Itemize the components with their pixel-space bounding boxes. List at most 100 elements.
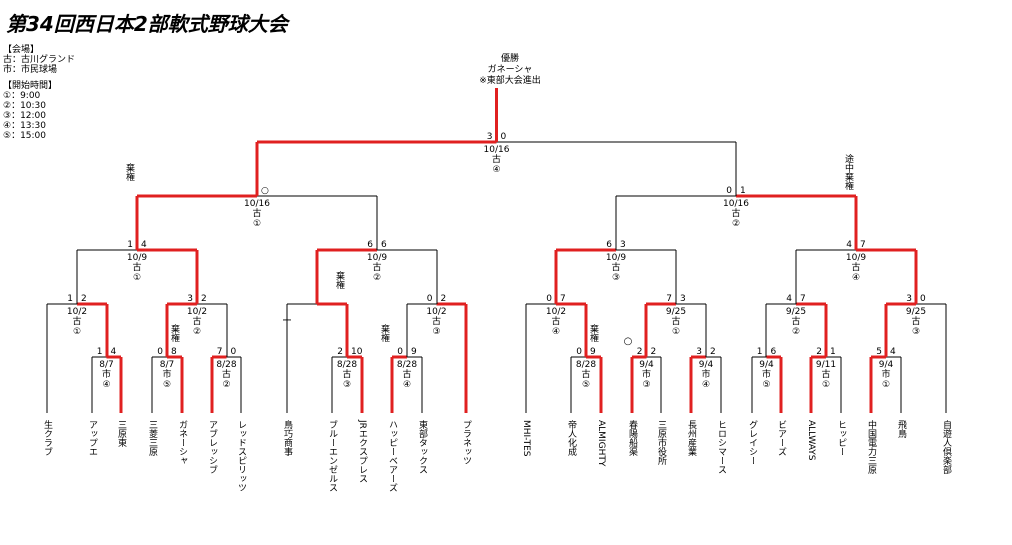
match-slot: ②	[193, 327, 201, 337]
match-venue: 古	[192, 315, 201, 327]
score-right: 2	[651, 347, 657, 357]
score-left: 0	[157, 347, 163, 357]
match-venue: 古	[492, 153, 501, 165]
team-name: プラネッツ	[461, 420, 472, 465]
match-date: 10/16	[723, 199, 749, 209]
match-note: 棄権	[334, 270, 345, 290]
score-right: 2	[441, 294, 447, 304]
score-left: 1	[127, 240, 133, 250]
team-name: 三原東	[116, 420, 127, 448]
score-left: 0	[546, 294, 552, 304]
time-item: ③：12:00	[3, 111, 47, 121]
match-venue: 市	[102, 368, 111, 380]
match-venue: 古	[791, 315, 800, 327]
team-name: 生クラブ	[42, 419, 53, 456]
match-venue: 古	[342, 368, 351, 380]
score-right: 6	[771, 347, 777, 357]
match-venue: 市	[162, 368, 171, 380]
score-right: 7	[860, 240, 866, 250]
match-date: 10/16	[484, 145, 510, 155]
score-left: 2	[337, 347, 343, 357]
match-date: 10/16	[244, 199, 270, 209]
team-name: レッドスピリッツ	[236, 420, 247, 492]
team-name: ブルーエンゼルス	[327, 419, 338, 492]
venue-item: 古：古川グランド	[3, 55, 76, 65]
match-date: 10/9	[127, 253, 147, 263]
match-venue: 古	[372, 261, 381, 273]
match-venue: 古	[731, 207, 740, 219]
score-left: 3	[487, 132, 493, 142]
match-venue: 古	[581, 368, 590, 380]
time-item: ①：9:00	[3, 91, 41, 101]
team-name: グレイシー	[747, 420, 758, 465]
match-note: 棄権	[169, 323, 180, 343]
team-name: ALMIGHTY	[596, 420, 606, 467]
score-right: 4	[111, 347, 117, 357]
score-left: 5	[876, 347, 882, 357]
match-venue: 古	[402, 368, 411, 380]
match-slot: ③	[912, 327, 920, 337]
time-item: ⑤：15:00	[3, 131, 47, 141]
match-slot: ④	[852, 273, 860, 283]
team-name: アップエ	[87, 420, 98, 456]
score-right: 0	[501, 132, 507, 142]
score-right: 2	[81, 294, 87, 304]
champion-label: 優勝	[500, 54, 519, 64]
match-venue: 古	[611, 261, 620, 273]
match-venue: 古	[851, 261, 860, 273]
match-date: 9/25	[786, 307, 806, 317]
match-note: 棄権	[379, 323, 390, 343]
match-slot: ②	[373, 273, 381, 283]
team-name: 長州産業	[686, 420, 697, 457]
score-right: 7	[560, 294, 566, 304]
score-left: 4	[846, 240, 852, 250]
match-slot: ①	[73, 327, 81, 337]
match-venue: 古	[72, 315, 81, 327]
match-slot: ②	[222, 380, 230, 390]
score-left: 7	[217, 347, 223, 357]
match-date: 10/2	[426, 307, 446, 317]
match-slot: ④	[403, 380, 411, 390]
venue-item: 市：市民球場	[3, 65, 58, 75]
score-right: 0	[920, 294, 926, 304]
match-date: 10/9	[606, 253, 626, 263]
team-name: JRエクスプレス	[357, 419, 368, 483]
match-date: 8/28	[576, 360, 596, 370]
match-date: 8/28	[216, 360, 236, 370]
match-date: 10/2	[546, 307, 566, 317]
match-date: 10/2	[187, 307, 207, 317]
match-date: 9/4	[759, 360, 774, 370]
match-slot: ⑤	[762, 380, 770, 390]
match-venue: 古	[671, 315, 680, 327]
match-venue: 古	[432, 315, 441, 327]
match-date: 8/7	[160, 360, 174, 370]
match-slot: ④	[552, 327, 560, 337]
score-left: 0	[397, 347, 403, 357]
match-slot: ③	[343, 380, 351, 390]
score-left: 0	[576, 347, 582, 357]
score-left: 6	[606, 240, 612, 250]
match-venue: 市	[701, 368, 710, 380]
score-right: 6	[381, 240, 387, 250]
team-name: 東部タックス	[417, 419, 428, 474]
score-right: 2	[710, 347, 716, 357]
match-slot: ②	[732, 219, 740, 229]
win-mark: ○	[624, 336, 633, 347]
score-right: 3	[620, 240, 626, 250]
match-date: 9/4	[639, 360, 654, 370]
team-name: 中国電力三原	[866, 419, 877, 474]
score-right: 3	[680, 294, 686, 304]
match-note: 棄権	[124, 162, 135, 182]
match-slot: ①	[253, 219, 261, 229]
score-right: 4	[890, 347, 896, 357]
team-name: 飛鳥	[896, 420, 907, 439]
score-left: 2	[637, 347, 643, 357]
score-left: 0	[726, 186, 732, 196]
match-venue: 市	[642, 368, 651, 380]
team-name: 自遊人倶楽部	[941, 419, 952, 475]
match-slot: ③	[612, 273, 620, 283]
score-right: 2	[201, 294, 207, 304]
match-venue: 古	[551, 315, 560, 327]
match-date: 10/2	[67, 307, 87, 317]
match-date: 10/9	[846, 253, 866, 263]
